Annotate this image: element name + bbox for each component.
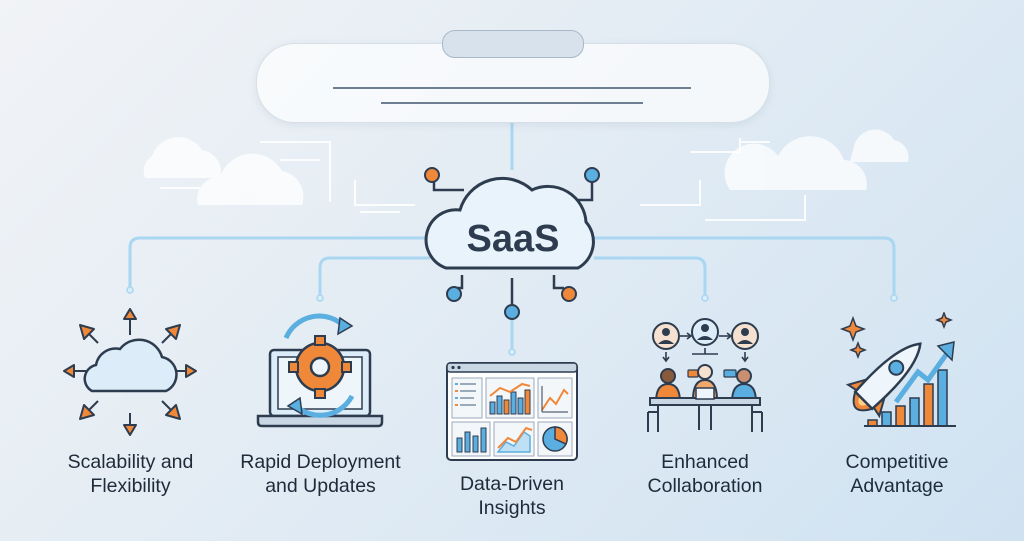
background-circuit-lines <box>160 138 806 221</box>
team-collaboration-icon <box>647 318 763 432</box>
background-clouds <box>143 129 909 205</box>
laptop-gear-sync-icon <box>256 313 384 428</box>
rocket-growth-icon <box>839 312 956 427</box>
title-banner-line <box>381 102 643 104</box>
benefit-label-data-driven: Data-Driven Insights <box>459 473 565 519</box>
title-banner-line <box>333 87 691 89</box>
benefit-label-collaboration: Enhanced Collaboration <box>647 451 763 497</box>
benefit-label-competitive-advantage: Competitive Advantage <box>845 451 949 497</box>
scale-arrows-cloud-icon <box>63 308 197 436</box>
benefit-label-rapid-deployment: Rapid Deployment and Updates <box>240 451 401 497</box>
center-label: SaaS <box>466 218 560 260</box>
benefit-label-scalability: Scalability and Flexibility <box>67 451 194 497</box>
title-banner-tab <box>442 30 584 58</box>
connector-dots <box>126 286 898 356</box>
connector-lines <box>128 122 896 352</box>
dashboard-charts-icon <box>446 362 578 461</box>
saas-cloud-icon <box>424 167 600 320</box>
